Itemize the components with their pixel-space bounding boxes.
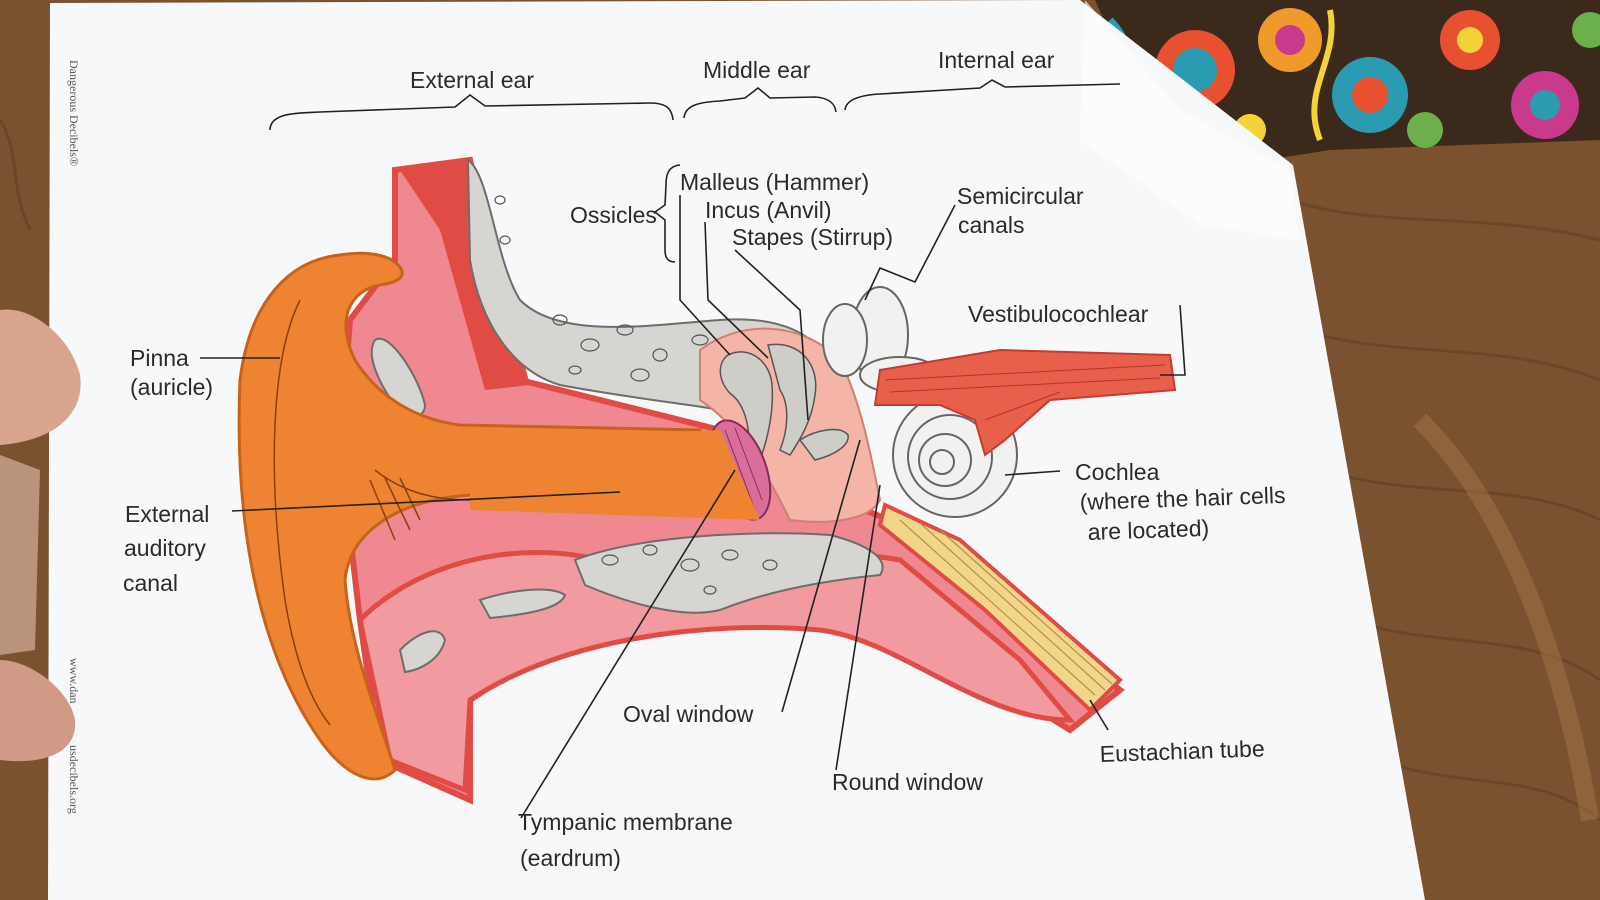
url-side-text-end: usdecibels.org xyxy=(67,745,81,814)
eustachian-lines xyxy=(899,519,1113,696)
leader-lines xyxy=(200,164,1186,819)
cochlea-label-line3: are located) xyxy=(1087,515,1209,545)
external-ear-label: External ear xyxy=(410,67,534,93)
cartilage-lower xyxy=(478,588,567,620)
vestibulocochlear-label: Vestibulocochlear xyxy=(968,301,1149,327)
oval-window-label: Oval window xyxy=(623,701,754,727)
incus-line xyxy=(704,221,769,359)
semicircular-canals-label-line2: canals xyxy=(958,212,1024,238)
stapes-shape xyxy=(798,428,849,461)
canal-label-line2: auditory xyxy=(124,535,206,561)
cochlea-label-line1: Cochlea xyxy=(1075,459,1160,485)
semicircular-line xyxy=(864,204,956,301)
external-ear-brace xyxy=(269,93,674,131)
middle-ear-label: Middle ear xyxy=(703,57,811,83)
temporal-bone-lower xyxy=(573,532,884,614)
table-highlight xyxy=(1413,413,1599,822)
eustachian-tube-label: Eustachian tube xyxy=(1099,735,1265,767)
tympanic-label-line1: Tympanic membrane xyxy=(518,809,733,835)
canal-line xyxy=(231,491,621,512)
vestibulocochlear-bracket xyxy=(1160,304,1186,376)
brand-side-text: Dangerous Decibels® xyxy=(67,60,81,166)
round-window-label: Round window xyxy=(832,769,983,795)
malleus-line xyxy=(679,195,731,356)
internal-ear-label: Internal ear xyxy=(938,47,1055,73)
paper-glare xyxy=(1080,0,1300,240)
external-canal-shape xyxy=(470,430,760,520)
incus-label: Incus (Anvil) xyxy=(705,197,832,223)
oval-window-line xyxy=(781,439,861,713)
bone-texture xyxy=(494,195,778,595)
lower-tissue-band xyxy=(357,550,1076,794)
stapes-label: Stapes (Stirrup) xyxy=(732,224,893,250)
tympanic-label-line2: (eardrum) xyxy=(520,845,621,871)
cartilage-lobe xyxy=(398,630,447,674)
hand xyxy=(0,309,81,762)
canal-label-line3: canal xyxy=(123,570,178,596)
eustachian-line xyxy=(1089,699,1109,731)
pinna-shape xyxy=(237,251,702,781)
pinna-label-line1: Pinna xyxy=(130,345,189,371)
ossicles-label: Ossicles xyxy=(570,202,657,228)
malleus-label: Malleus (Hammer) xyxy=(680,169,869,195)
url-side-text-start: www.dan xyxy=(67,658,81,704)
nerve-fibers xyxy=(884,364,1166,421)
middle-ear-brace xyxy=(683,86,837,119)
semicircular-canals-label-line1: Semicircular xyxy=(957,183,1084,209)
ossicles-bracket xyxy=(653,164,681,263)
round-window-line xyxy=(835,484,881,771)
tympanic-line xyxy=(520,469,736,819)
pinna-label-line2: (auricle) xyxy=(130,374,213,400)
internal-ear-brace xyxy=(844,79,1121,111)
canal-label-line1: External xyxy=(125,501,209,527)
cochlea-line xyxy=(1004,470,1061,476)
section-braces xyxy=(269,79,1121,131)
stapes-line xyxy=(734,249,809,421)
